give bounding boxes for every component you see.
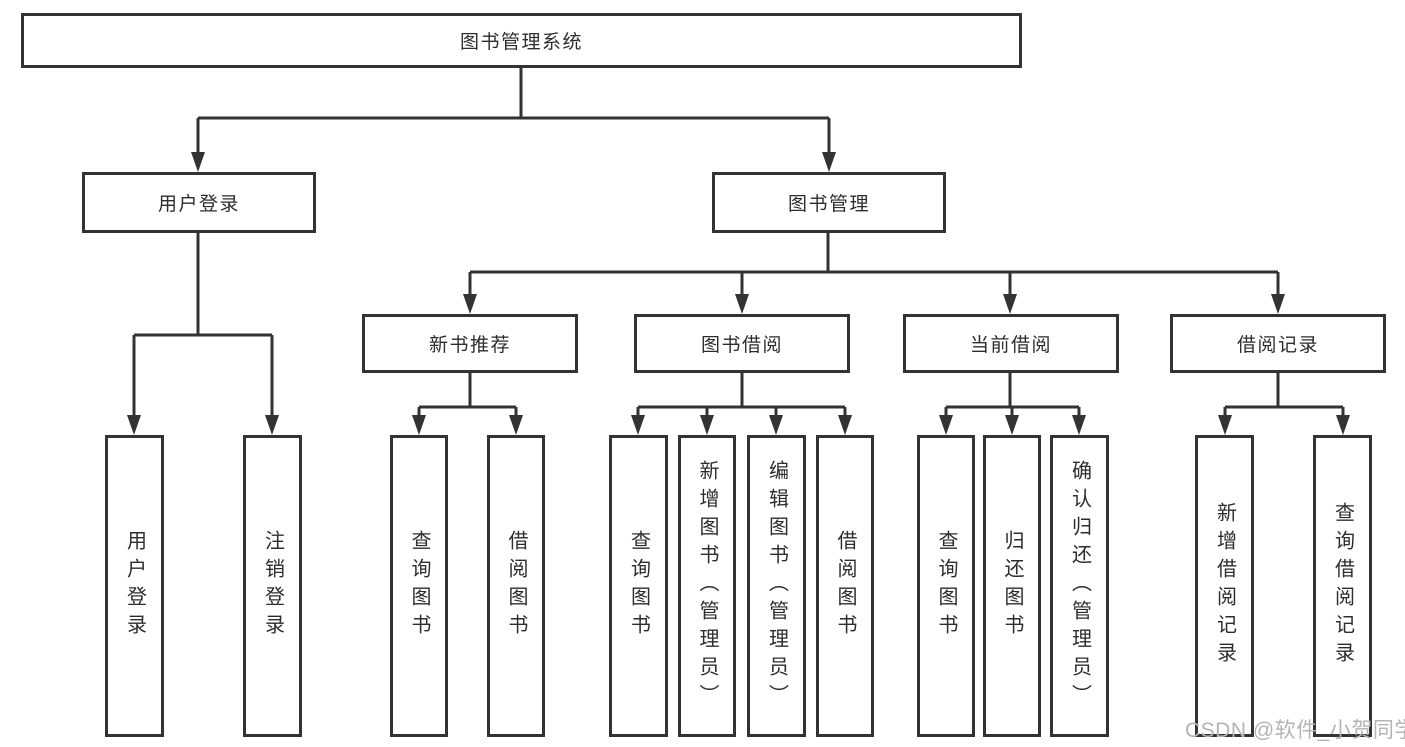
node-user-login: 用户登录 — [82, 172, 316, 233]
leaf-add-book-admin: 新增图书（管理员） — [678, 435, 736, 737]
node-book-borrow: 图书借阅 — [634, 314, 850, 373]
leaf-confirm-return-admin: 确认归还（管理员） — [1050, 435, 1109, 737]
node-new-book-recommend: 新书推荐 — [362, 314, 578, 373]
node-root: 图书管理系统 — [21, 13, 1022, 68]
watermark: CSDN @软件_小贺同学 — [1185, 719, 1405, 742]
arrowheads — [127, 152, 1350, 435]
leaf-query-books-borrow: 查询图书 — [609, 435, 668, 737]
leaf-edit-book-admin: 编辑图书（管理员） — [747, 435, 806, 737]
leaf-borrow-books-recommend: 借阅图书 — [487, 435, 545, 737]
leaf-logout: 注销登录 — [243, 435, 302, 737]
leaf-query-books-recommend: 查询图书 — [390, 435, 448, 737]
node-borrow-records: 借阅记录 — [1170, 314, 1386, 373]
leaf-query-borrow-record: 查询借阅记录 — [1313, 435, 1372, 737]
leaf-borrow-books: 借阅图书 — [816, 435, 874, 737]
node-current-borrow: 当前借阅 — [903, 314, 1119, 373]
leaf-user-login: 用户登录 — [105, 435, 164, 737]
leaf-return-book: 归还图书 — [983, 435, 1041, 737]
leaf-add-borrow-record: 新增借阅记录 — [1195, 435, 1254, 737]
leaf-query-books-current: 查询图书 — [917, 435, 975, 737]
node-book-management: 图书管理 — [712, 172, 946, 233]
